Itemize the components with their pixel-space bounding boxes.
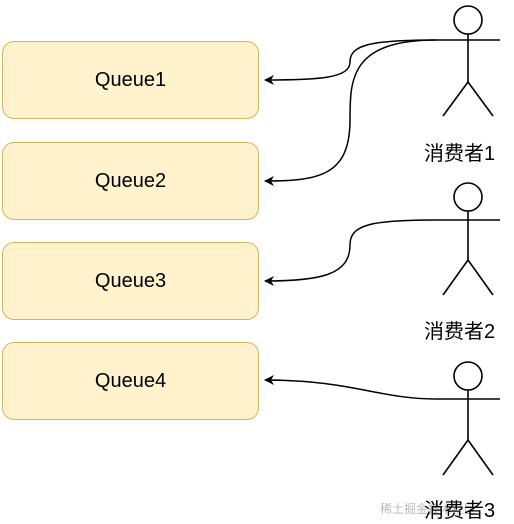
queue-label: Queue4: [94, 369, 167, 392]
consumer-1-figure: [436, 5, 500, 117]
queue-label: Queue3: [94, 269, 167, 292]
edge-consumer1-queue1: [264, 39, 437, 85]
consumer-3-label: 消费者3: [424, 500, 496, 522]
consumer-3-figure: [436, 361, 500, 476]
queue-box-4: Queue4: [2, 342, 259, 420]
queue-box-2: Queue2: [2, 142, 259, 220]
consumer-2-figure: [436, 182, 500, 296]
consumer-2-label: 消费者2: [424, 321, 496, 343]
edge-consumer2-queue3: [264, 219, 437, 286]
queue-box-1: Queue1: [2, 41, 259, 119]
consumer-1-label: 消费者1: [424, 143, 496, 165]
queue-label: Queue2: [94, 169, 167, 192]
edge-consumer3-queue4: [264, 375, 437, 400]
queue-box-3: Queue3: [2, 242, 259, 320]
edge-consumer1-queue2: [264, 39, 437, 186]
queue-label: Queue1: [94, 68, 167, 91]
watermark: 稀土掘金技术社区: [380, 502, 477, 516]
